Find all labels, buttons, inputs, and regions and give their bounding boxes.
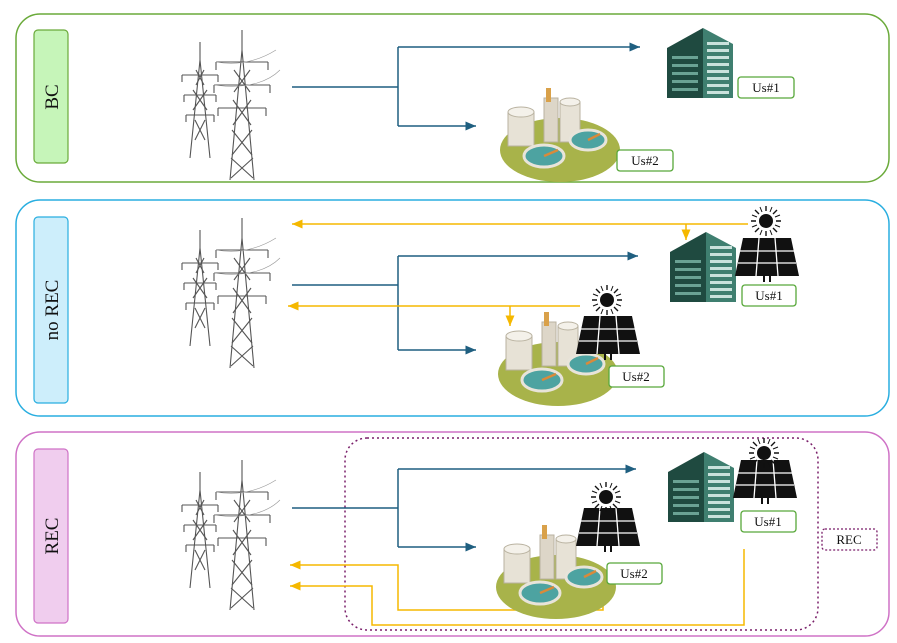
grid-flow-arrows — [292, 464, 636, 552]
solar-flow-arrows — [288, 219, 748, 326]
scenario-tag — [33, 216, 69, 404]
user1-box — [740, 510, 797, 533]
panel-border — [15, 199, 890, 417]
user2-box — [616, 149, 674, 172]
scenario-tag — [33, 448, 69, 624]
sun-icon — [748, 437, 780, 469]
solar-panel-icon — [575, 315, 641, 361]
panel-rec: REC Us#1 Us#2 REC — [15, 431, 890, 637]
panel-bc: BC Us#1 Us#2 — [15, 13, 890, 184]
user1-box — [741, 284, 797, 307]
user2-label: Us#2 — [631, 153, 658, 168]
sun-icon — [590, 481, 622, 513]
grid-flow-arrows — [292, 42, 640, 131]
scenario-label: no REC — [42, 280, 63, 341]
user1-label: Us#1 — [752, 80, 779, 95]
rec-community-boundary — [344, 437, 819, 631]
scenario-label: REC — [42, 518, 63, 555]
scenario-label: BC — [42, 84, 63, 109]
solar-panel-icon — [734, 237, 800, 283]
sun-icon — [750, 205, 782, 237]
scenario-tag — [33, 29, 69, 164]
user2-box — [606, 562, 663, 585]
panel-no-rec: no REC Us#1 Us#2 — [15, 199, 890, 417]
solar-panel-icon — [575, 507, 641, 553]
sun-icon — [591, 284, 623, 316]
user1-label: Us#1 — [754, 514, 781, 529]
user1-label: Us#1 — [755, 288, 782, 303]
user2-box — [608, 365, 665, 388]
user1-box — [737, 76, 795, 99]
solar-panel-icon — [732, 459, 798, 505]
user2-label: Us#2 — [622, 369, 649, 384]
user2-label: Us#2 — [620, 566, 647, 581]
rec-label-box — [821, 528, 878, 551]
grid-flow-arrows — [292, 251, 638, 355]
rec-label: REC — [836, 532, 861, 547]
